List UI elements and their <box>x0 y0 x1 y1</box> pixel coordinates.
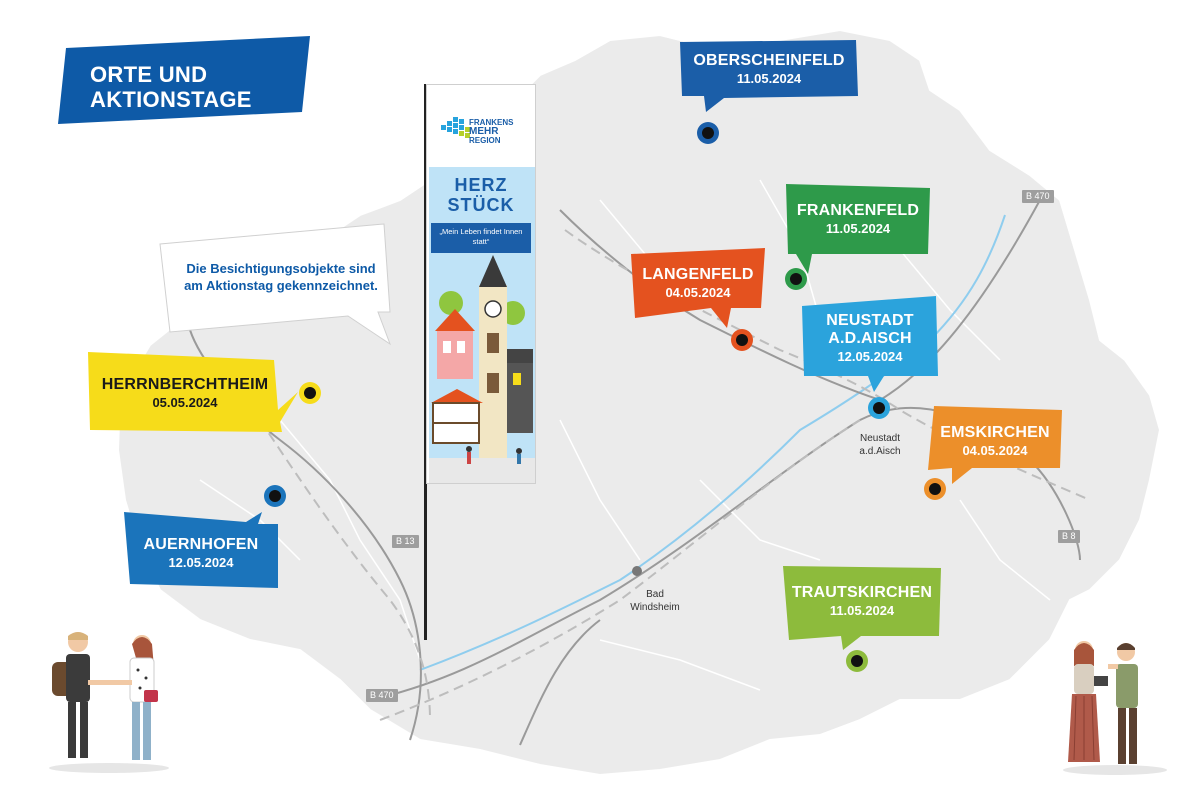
location-name-line-1: NEUSTADT <box>826 312 914 329</box>
headline-line-1: HERZ <box>454 175 508 195</box>
map-pin-icon-auernhofen[interactable] <box>264 485 286 507</box>
map-pin-icon-frankenfeld[interactable] <box>785 268 807 290</box>
road-badge-b13: B 13 <box>392 535 419 548</box>
village-illustration <box>429 255 535 483</box>
location-bubble-trautskirchen[interactable]: TRAUTSKIRCHEN 11.05.2024 <box>783 566 941 650</box>
location-name: AUERNHOFEN <box>143 536 259 553</box>
town-line-1: Neustadt <box>859 433 901 444</box>
location-dot-icon-bad-windsheim <box>632 566 642 576</box>
location-bubble-auernhofen[interactable]: AUERNHOFEN 12.05.2024 <box>124 512 278 588</box>
banner-slogan: „Mein Leben findet Innen statt“ <box>431 223 531 253</box>
map-pin-icon-emskirchen[interactable] <box>924 478 946 500</box>
title-line-2: AKTIONSTAGE <box>90 87 252 112</box>
page-title: ORTE UND AKTIONSTAGE <box>90 62 252 112</box>
location-name: OBERSCHEINFELD <box>693 52 845 69</box>
location-date: 11.05.2024 <box>829 603 895 618</box>
location-bubble-oberscheinfeld[interactable]: OBERSCHEINFELD 11.05.2024 <box>680 40 858 112</box>
location-bubble-neustadt[interactable]: NEUSTADT A.D.AISCH 12.05.2024 <box>802 296 938 392</box>
map-pin-icon-neustadt[interactable] <box>868 397 890 419</box>
location-date: 04.05.2024 <box>962 443 1028 458</box>
herzstueck-banner: FRANKENS MEHR REGION HERZ STÜCK „Mein Le… <box>426 84 536 484</box>
logo-wordmark: FRANKENS MEHR REGION <box>469 119 513 145</box>
location-date: 12.05.2024 <box>837 349 903 364</box>
road-badge-b470-south: B 470 <box>366 689 398 702</box>
location-bubble-herrnberchtheim[interactable]: HERRNBERCHTHEIM 05.05.2024 <box>88 352 298 432</box>
hikers-illustration <box>49 632 169 773</box>
logo-line-1: FRANKENS <box>469 118 514 127</box>
flag-pole <box>424 84 427 640</box>
location-bubble-frankenfeld[interactable]: FRANKENFELD 11.05.2024 <box>786 184 930 274</box>
logo-line-2: MEHR <box>469 126 499 137</box>
location-date: 12.05.2024 <box>168 555 234 570</box>
banner-headline: HERZ STÜCK <box>427 175 535 215</box>
map-pin-icon-langenfeld[interactable] <box>731 329 753 351</box>
info-note: Die Besichtigungsobjekte sind am Aktions… <box>184 261 378 293</box>
location-bubble-emskirchen[interactable]: EMSKIRCHEN 04.05.2024 <box>928 406 1062 484</box>
location-date: 05.05.2024 <box>152 395 218 410</box>
town-label-bad-windsheim: Bad Windsheim <box>620 588 690 614</box>
location-name: FRANKENFELD <box>796 202 920 219</box>
location-name: EMSKIRCHEN <box>940 424 1050 441</box>
location-bubble-langenfeld[interactable]: LANGENFELD 04.05.2024 <box>631 248 765 328</box>
town-label-neustadt: Neustadt a.d.Aisch <box>848 432 912 458</box>
info-bubble <box>159 223 392 346</box>
logo-line-3: REGION <box>469 136 501 145</box>
road-badge-b470-north: B 470 <box>1022 190 1054 203</box>
town-line-2: a.d.Aisch <box>859 446 901 457</box>
location-date: 04.05.2024 <box>665 285 731 300</box>
visitors-illustration <box>1063 641 1167 775</box>
map-pin-icon-trautskirchen[interactable] <box>846 650 868 672</box>
location-name-line-2: A.D.AISCH <box>828 330 912 347</box>
title-line-1: ORTE UND <box>90 62 208 87</box>
location-date: 11.05.2024 <box>736 71 802 86</box>
headline-line-2: STÜCK <box>447 195 515 215</box>
location-name: TRAUTSKIRCHEN <box>791 584 933 601</box>
road-badge-b8: B 8 <box>1058 530 1080 543</box>
town-line-1: Bad <box>646 589 664 600</box>
location-name: HERRNBERCHTHEIM <box>101 376 269 393</box>
location-date: 11.05.2024 <box>825 221 891 236</box>
map-pin-icon-herrnberchtheim[interactable] <box>299 382 321 404</box>
title-box: ORTE UND AKTIONSTAGE <box>58 36 310 124</box>
location-name: LANGENFELD <box>642 266 754 283</box>
river-aisch <box>419 214 1006 671</box>
map-pin-icon-oberscheinfeld[interactable] <box>697 122 719 144</box>
region-logo-icon <box>441 117 470 138</box>
town-line-2: Windsheim <box>630 602 680 613</box>
